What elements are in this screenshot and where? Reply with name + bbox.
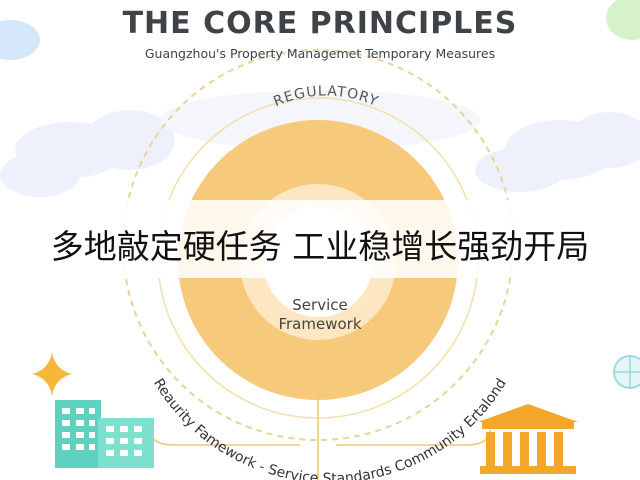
decorative-circle-icon <box>613 355 640 389</box>
background-clouds <box>0 90 640 197</box>
page-subtitle: Guangzhou's Property Managemet Temporary… <box>144 46 496 61</box>
government-building-icon <box>478 404 578 474</box>
caption-banner <box>0 200 640 278</box>
office-building-icon <box>55 400 154 468</box>
decor-blob-top-left <box>0 20 40 60</box>
caption-banner-text: 多地敲定硬任务 工业稳增长强劲开局 <box>50 227 590 266</box>
center-label-framework: Framework <box>278 315 362 333</box>
center-label-service: Service <box>292 296 348 314</box>
sparkle-icon <box>32 352 72 396</box>
page-title: THE CORE PRINCIPLES <box>122 6 518 41</box>
decor-blob-top-right <box>606 0 640 40</box>
